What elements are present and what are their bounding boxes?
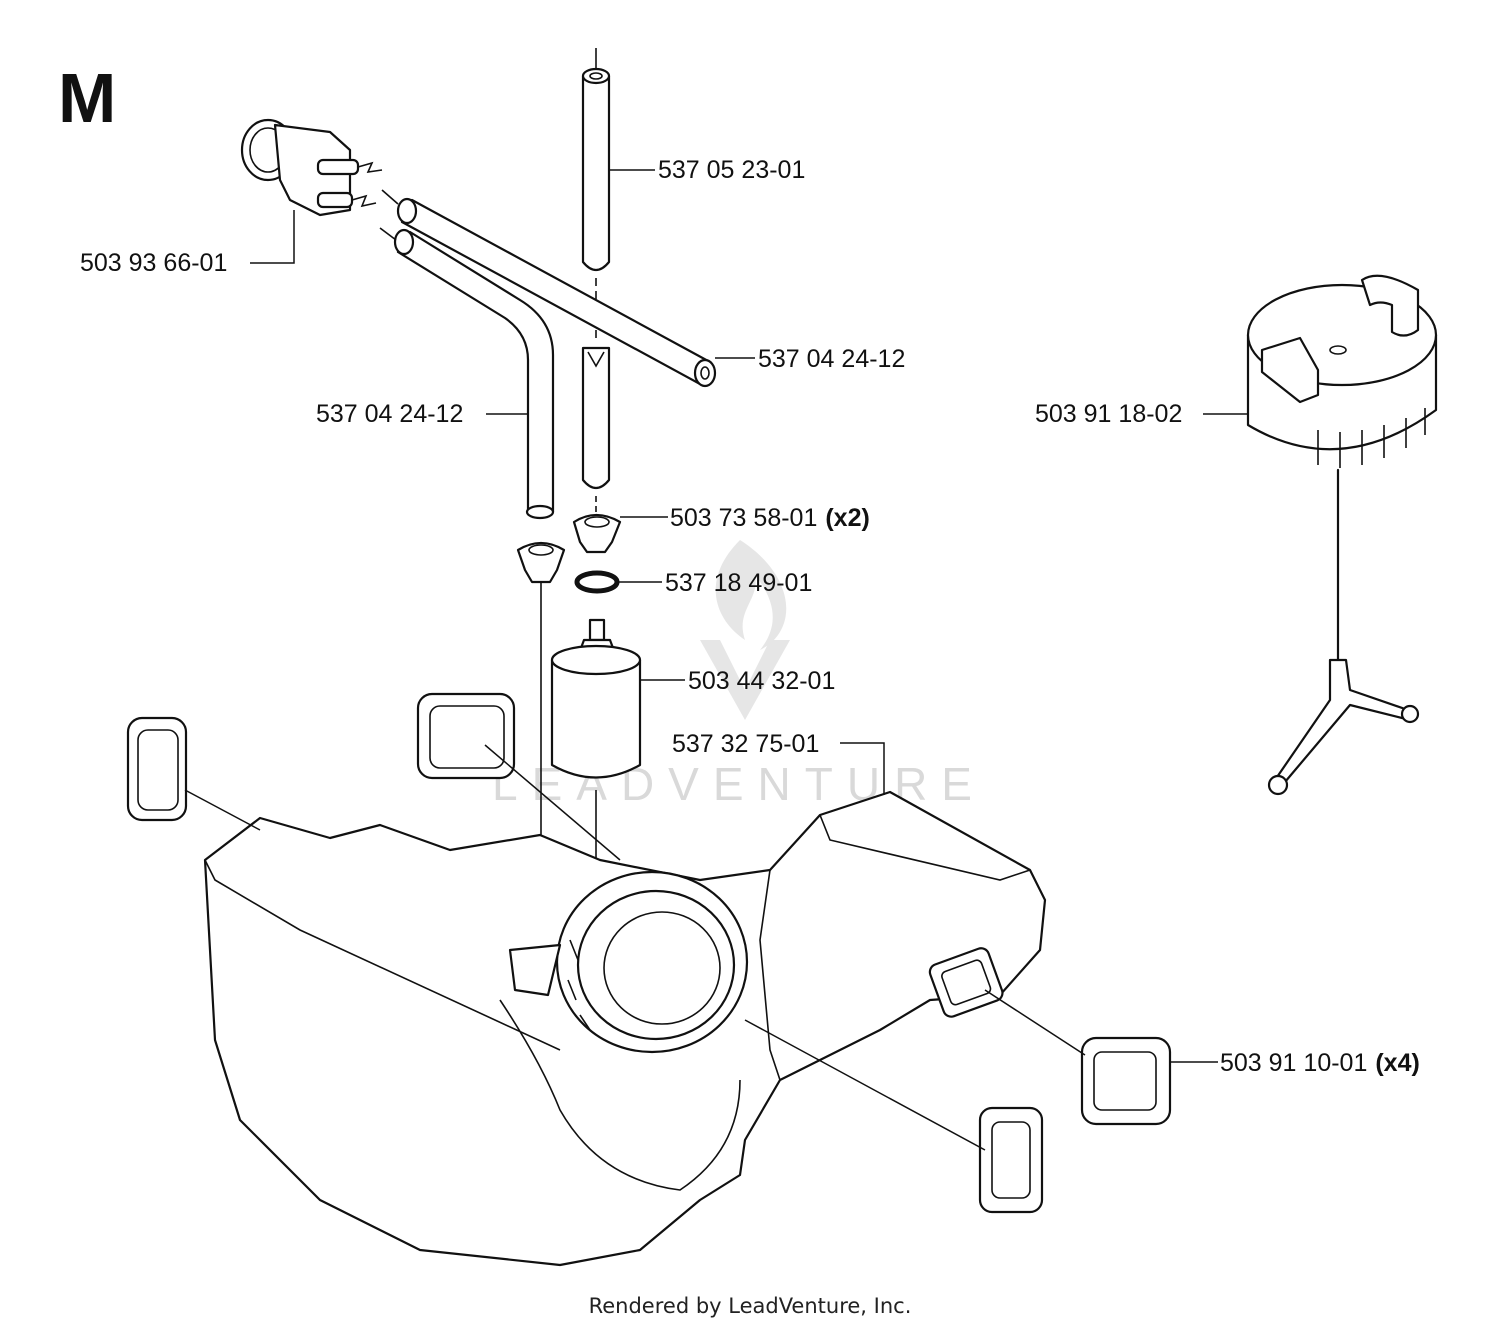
part-label-vibration-damper: 503 91 10-01(x4) — [1220, 1049, 1420, 1077]
fuel-filter-drawing — [550, 618, 642, 900]
part-label-fuel-hose-left: 537 04 24-12 — [316, 400, 463, 428]
part-label-o-ring: 537 18 49-01 — [665, 569, 812, 597]
fuel-hose-upper-drawing — [381, 189, 717, 388]
fuel-tank-drawing — [203, 790, 1047, 1267]
part-label-fuel-hose-vertical: 537 05 23-01 — [658, 156, 805, 184]
fuel-hose-vertical-drawing — [581, 48, 611, 512]
part-labels: 537 05 23-01 503 93 66-01 537 04 24-12 5… — [80, 156, 1420, 1077]
watermark-v-icon — [700, 640, 790, 720]
vibration-damper-drawing — [126, 692, 1172, 1214]
fuel-hose-left-drawing — [379, 227, 555, 520]
part-label-fuel-cap: 503 91 18-02 — [1035, 400, 1182, 428]
part-label-fuel-tank: 537 32 75-01 — [672, 730, 819, 758]
part-label-fuel-hose-upper: 537 04 24-12 — [758, 345, 905, 373]
leader-lines — [250, 169, 1248, 1063]
part-label-fuel-pump-primer: 503 93 66-01 — [80, 249, 227, 277]
fuel-cap-drawing — [1246, 274, 1438, 796]
part-label-fuel-filter: 503 44 32-01 — [688, 667, 835, 695]
section-letter: M — [58, 59, 116, 137]
footer-credit: Rendered by LeadVenture, Inc. — [589, 1294, 912, 1318]
o-ring-drawing — [574, 570, 620, 594]
fuel-pump-primer-drawing — [240, 118, 383, 217]
part-label-grommet: 503 73 58-01(x2) — [670, 504, 870, 532]
watermark-flame-icon — [715, 540, 787, 650]
